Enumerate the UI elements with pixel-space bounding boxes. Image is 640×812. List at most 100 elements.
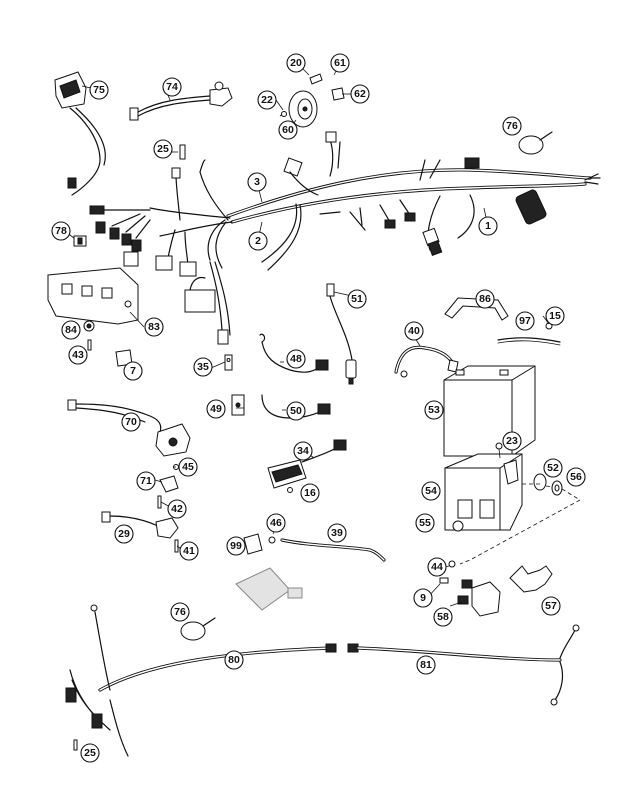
callout-25-top: 25 [153, 139, 173, 159]
part-57-holder-bracket [509, 565, 553, 593]
svg-text:49: 49 [210, 403, 222, 415]
part-49-clip [231, 394, 245, 416]
svg-text:81: 81 [420, 659, 432, 671]
svg-text:50: 50 [290, 405, 302, 417]
svg-text:74: 74 [166, 81, 178, 93]
callout-49: 49 [206, 399, 226, 419]
svg-text:54: 54 [425, 485, 437, 497]
assembly-line-box-washer [522, 483, 581, 501]
starter-motor-reference [235, 567, 303, 611]
svg-text:71: 71 [140, 475, 152, 487]
part-23-screw [495, 442, 503, 459]
svg-text:57: 57 [545, 600, 557, 612]
svg-text:22: 22 [261, 94, 273, 106]
callout-61: 61 [330, 53, 350, 73]
callout-58: 58 [433, 607, 453, 627]
callout-3: 3 [247, 172, 267, 192]
callout-50: 50 [286, 401, 306, 421]
part-99-bulb [243, 533, 263, 555]
svg-text:76: 76 [506, 120, 518, 132]
callout-29: 29 [114, 524, 134, 544]
part-97-cable [497, 337, 561, 346]
callout-15: 15 [545, 306, 565, 326]
svg-text:75: 75 [93, 84, 105, 96]
svg-text:25: 25 [84, 747, 96, 759]
svg-text:23: 23 [506, 435, 518, 447]
part-54-battery-box [444, 453, 523, 531]
callout-9: 9 [413, 588, 433, 608]
callout-83: 83 [144, 317, 164, 337]
callout-34: 34 [293, 441, 313, 461]
svg-text:58: 58 [437, 611, 449, 623]
part-51-temperature-sensor [326, 283, 357, 385]
svg-text:34: 34 [297, 445, 309, 457]
part-58-starter-relay [457, 579, 501, 617]
svg-text:84: 84 [65, 324, 77, 336]
part-55-nut [452, 520, 464, 532]
part-56-washer [551, 480, 563, 496]
svg-text:62: 62 [354, 88, 366, 100]
callout-70: 70 [121, 412, 141, 432]
part-78-connector [73, 235, 87, 247]
part-70-handlebar-switch [67, 399, 191, 457]
part-35-sensor [224, 354, 233, 371]
svg-text:25: 25 [157, 143, 169, 155]
callout-20: 20 [286, 53, 306, 73]
callout-2: 2 [248, 231, 268, 251]
svg-text:52: 52 [547, 462, 559, 474]
callout-7: 7 [123, 361, 143, 381]
svg-text:15: 15 [549, 310, 561, 322]
callout-60: 60 [278, 120, 298, 140]
callout-57: 57 [541, 596, 561, 616]
part-9-fuse [439, 577, 449, 584]
svg-text:61: 61 [334, 57, 346, 69]
part-60-horn-assembly [279, 73, 345, 128]
callout-84: 84 [61, 320, 81, 340]
svg-text:48: 48 [290, 353, 302, 365]
part-25-fuse-top [179, 144, 186, 160]
svg-text:99: 99 [230, 540, 242, 552]
callout-53: 53 [424, 400, 444, 420]
part-43-screw [87, 339, 92, 351]
svg-text:44: 44 [431, 561, 443, 573]
svg-text:86: 86 [479, 293, 491, 305]
callout-45: 45 [178, 457, 198, 477]
part-34-voltage-regulator [267, 439, 347, 489]
callout-51: 51 [347, 289, 367, 309]
svg-text:56: 56 [570, 471, 582, 483]
callout-76-top: 76 [502, 116, 522, 136]
part-41-screw [174, 539, 179, 553]
svg-text:46: 46 [270, 517, 282, 529]
callout-74: 74 [162, 77, 182, 97]
svg-text:9: 9 [420, 592, 426, 604]
callout-41: 41 [179, 541, 199, 561]
callout-99: 99 [226, 536, 246, 556]
part-76-cable-tie-top [518, 131, 553, 155]
svg-text:16: 16 [304, 487, 316, 499]
svg-text:51: 51 [351, 293, 363, 305]
svg-text:83: 83 [148, 321, 160, 333]
part-76-cable-tie-bottom [180, 617, 216, 641]
part-44-bolt [448, 560, 456, 568]
callout-1: 1 [478, 216, 498, 236]
svg-text:39: 39 [331, 527, 343, 539]
svg-text:40: 40 [408, 325, 420, 337]
callout-80: 80 [224, 650, 244, 670]
main-wiring-harness [89, 131, 601, 345]
callout-81: 81 [416, 655, 436, 675]
callout-48: 48 [286, 349, 306, 369]
svg-text:97: 97 [519, 315, 531, 327]
svg-text:70: 70 [125, 416, 137, 428]
callout-54: 54 [421, 481, 441, 501]
svg-text:1: 1 [485, 220, 491, 232]
svg-text:78: 78 [55, 225, 67, 237]
svg-text:55: 55 [419, 517, 431, 529]
callout-43: 43 [68, 345, 88, 365]
part-71-clamp [159, 475, 179, 493]
callout-52: 52 [543, 458, 563, 478]
part-39-starter-cable [280, 538, 386, 562]
callout-44: 44 [427, 557, 447, 577]
part-40-battery-cable [394, 345, 459, 378]
part-16-screw [287, 487, 293, 493]
svg-text:41: 41 [183, 545, 195, 557]
